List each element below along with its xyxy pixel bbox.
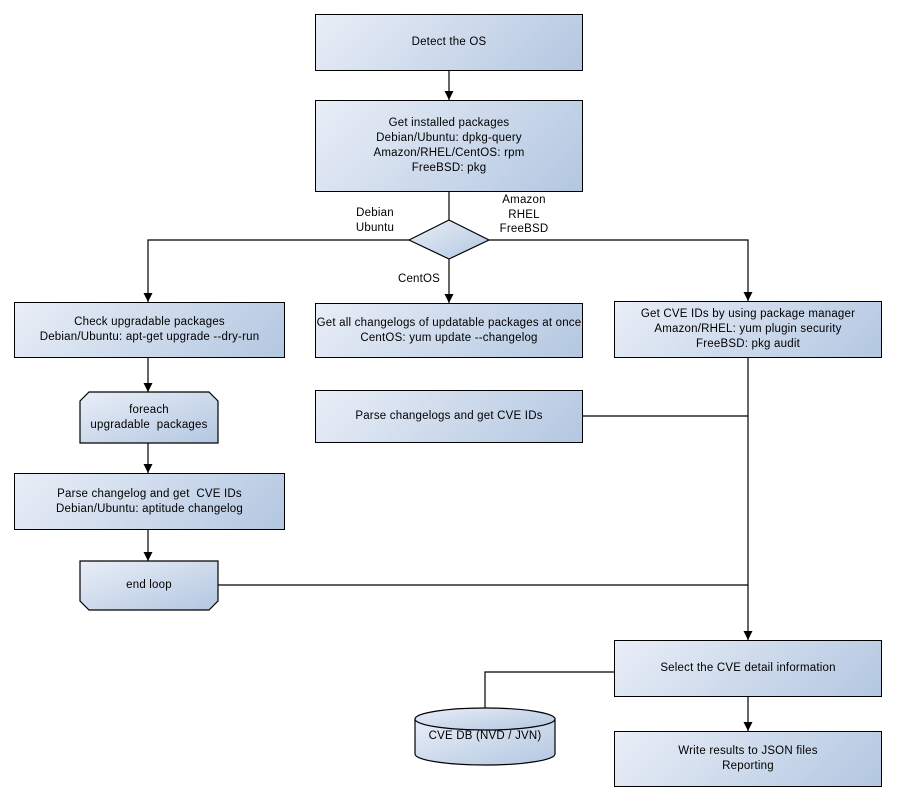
node-get-cve-ids-pkg-manager: Get CVE IDs by using package manager Ama… (614, 301, 882, 358)
edge-label-amazon-rhel-freebsd: Amazon RHEL FreeBSD (499, 194, 549, 235)
connector-decision-to-check-upgradable (143, 239, 409, 302)
node-parse-changelogs-centos: Parse changelogs and get CVE IDs (315, 390, 583, 443)
decision-diamond-os-branch (407, 219, 491, 260)
node-detect-os: Detect the OS (315, 14, 583, 71)
node-parse-changelog-debian: Parse changelog and get CVE IDs Debian/U… (14, 473, 285, 530)
connector-decision-to-get-cve-ids (489, 239, 753, 301)
node-check-upgradable-packages: Check upgradable packages Debian/Ubuntu:… (14, 302, 285, 358)
edge-label-debian-ubuntu: Debian Ubuntu (355, 207, 395, 234)
cve-db-cylinder-body (414, 719, 556, 766)
node-get-installed-packages: Get installed packages Debian/Ubuntu: dp… (315, 100, 583, 192)
edge-label-centos: CentOS (397, 273, 441, 285)
node-write-results-reporting: Write results to JSON files Reporting (614, 731, 882, 787)
end-loop-shape (79, 560, 219, 611)
foreach-loop-shape (79, 391, 219, 444)
connector-select-to-cve-db (484, 671, 614, 708)
cve-db-cylinder-top (414, 707, 556, 731)
node-select-cve-detail: Select the CVE detail information (614, 640, 882, 697)
node-get-all-changelogs: Get all changelogs of updatable packages… (315, 303, 583, 358)
